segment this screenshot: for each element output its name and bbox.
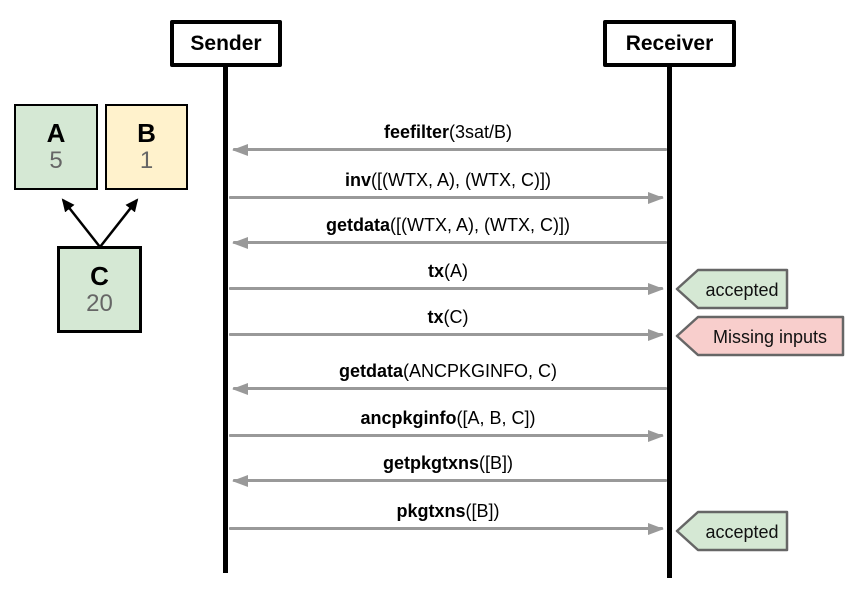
tx-node-c-id: C xyxy=(90,260,109,291)
tx-node-a-fee: 5 xyxy=(49,147,63,175)
tx-node-a: A 5 xyxy=(14,104,98,190)
tx-node-c: C 20 xyxy=(57,246,142,333)
message-getdata-ancpkginfo: getdata(ANCPKGINFO, C) xyxy=(229,351,667,395)
message-args: (3sat/B) xyxy=(449,122,513,142)
dag-parent-edges xyxy=(61,198,139,248)
message-arrow-line xyxy=(229,328,664,341)
message-command: getpkgtxns xyxy=(382,453,479,473)
message-args: (ANCPKGINFO, C) xyxy=(403,361,558,381)
status-badge-accepted-tx-a: accepted xyxy=(675,268,789,310)
message-label: pkgtxns([B]) xyxy=(229,501,667,522)
badge-shape xyxy=(675,510,789,552)
arrowhead-left-icon xyxy=(232,143,248,156)
message-tx-c: tx(C) xyxy=(229,297,667,341)
message-getdata-wtx: getdata([(WTX, A), (WTX, C)]) xyxy=(229,205,667,249)
message-inv: inv([(WTX, A), (WTX, C)]) xyxy=(229,160,667,204)
message-args: ([B]) xyxy=(465,501,500,521)
message-arrow-line xyxy=(232,382,667,395)
message-args: ([(WTX, A), (WTX, C)]) xyxy=(371,170,551,190)
message-pkgtxns: pkgtxns([B]) xyxy=(229,491,667,535)
message-label: feefilter(3sat/B) xyxy=(229,122,667,143)
message-feefilter: feefilter(3sat/B) xyxy=(229,112,667,156)
arrowhead-left-icon xyxy=(232,382,248,395)
message-label: inv([(WTX, A), (WTX, C)]) xyxy=(229,170,667,191)
message-arrow-line xyxy=(229,522,664,535)
message-label: ancpkginfo([A, B, C]) xyxy=(229,408,667,429)
message-arrow-line xyxy=(232,236,667,249)
message-args: ([B]) xyxy=(479,453,513,473)
message-ancpkginfo: ancpkginfo([A, B, C]) xyxy=(229,398,667,442)
message-tx-a: tx(A) xyxy=(229,251,667,295)
status-badge-missing-inputs-tx-c: Missing inputs xyxy=(675,315,845,357)
arrowhead-right-icon xyxy=(648,282,664,295)
badge-text: accepted xyxy=(705,280,778,300)
tx-node-c-fee: 20 xyxy=(86,289,113,317)
edge-c-to-a-icon xyxy=(61,198,101,248)
actor-receiver-label: Receiver xyxy=(625,31,714,55)
message-command: getdata xyxy=(326,215,391,235)
arrowhead-right-icon xyxy=(648,522,664,535)
message-label: tx(A) xyxy=(229,261,667,282)
message-command: inv xyxy=(345,170,372,190)
message-arrow-line xyxy=(229,191,664,204)
actor-sender-box: Sender xyxy=(170,20,282,67)
message-args: (C) xyxy=(443,307,469,327)
sender-lifeline xyxy=(223,67,228,573)
message-command: feefilter xyxy=(383,122,449,142)
message-arrow-line xyxy=(232,143,667,156)
message-args: ([A, B, C]) xyxy=(456,408,536,428)
tx-node-b: B 1 xyxy=(105,104,188,190)
badge-text: accepted xyxy=(705,522,778,542)
message-command: ancpkginfo xyxy=(360,408,457,428)
message-label: getdata([(WTX, A), (WTX, C)]) xyxy=(229,215,667,236)
edge-c-to-b-icon xyxy=(99,198,139,248)
message-label: tx(C) xyxy=(229,307,667,328)
arrowhead-left-icon xyxy=(232,236,248,249)
actor-sender-label: Sender xyxy=(190,31,262,55)
receiver-lifeline xyxy=(667,67,672,578)
tx-node-a-id: A xyxy=(46,118,66,148)
badge-shape xyxy=(675,268,789,310)
arrowhead-right-icon xyxy=(648,191,664,204)
arrowhead-left-icon xyxy=(232,474,248,487)
arrowhead-right-icon xyxy=(648,328,664,341)
message-arrow-line xyxy=(229,429,664,442)
message-args: (A) xyxy=(444,261,468,281)
message-args: ([(WTX, A), (WTX, C)]) xyxy=(390,215,570,235)
message-command: tx xyxy=(427,307,444,327)
tx-node-b-fee: 1 xyxy=(139,147,154,175)
status-badge-accepted-pkgtxns: accepted xyxy=(675,510,789,552)
message-label: getpkgtxns([B]) xyxy=(229,453,667,474)
tx-node-b-id: B xyxy=(137,118,156,148)
badge-shape xyxy=(675,315,845,357)
message-command: getdata xyxy=(338,361,403,381)
arrowhead-right-icon xyxy=(648,429,664,442)
message-label: getdata(ANCPKGINFO, C) xyxy=(229,361,667,382)
actor-receiver-box: Receiver xyxy=(603,20,736,67)
message-arrow-line xyxy=(232,474,667,487)
message-command: pkgtxns xyxy=(396,501,466,521)
message-getpkgtxns: getpkgtxns([B]) xyxy=(229,443,667,487)
message-command: tx xyxy=(427,261,444,281)
badge-text: Missing inputs xyxy=(713,327,827,347)
message-arrow-line xyxy=(229,282,664,295)
